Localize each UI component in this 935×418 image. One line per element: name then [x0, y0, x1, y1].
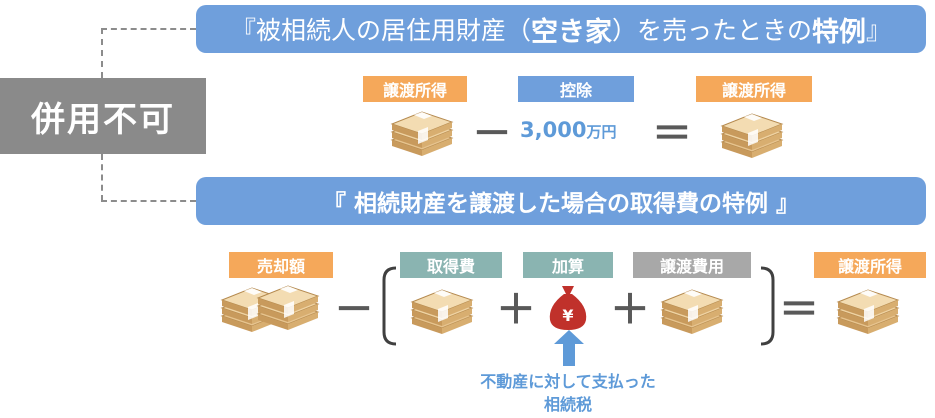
row2-transfer-expense-tag: 譲渡費用: [633, 252, 751, 278]
banner-top-bold2: 特例: [812, 16, 866, 48]
row1-transfer-income-tag-right: 譲渡所得: [696, 76, 812, 102]
row2-money-stack-result-icon: [837, 289, 899, 335]
row2-sale-price-tag: 売却額: [229, 252, 333, 278]
inheritance-tax-note: 不動産に対して支払った 相続税: [418, 370, 718, 416]
row2-plus-sign-2: ＋: [610, 287, 650, 333]
connector-bottom-horizontal: [101, 200, 196, 202]
deduction-number: 3,000: [520, 118, 587, 142]
row1-deduction-tag: 控除: [518, 76, 634, 102]
connector-top-horizontal: [101, 28, 196, 30]
row1-equals-sign: ＝: [652, 111, 692, 157]
up-arrow-icon: [554, 330, 584, 366]
row2-money-stack-expense-icon: [661, 289, 723, 335]
row1-money-stack-right-icon: [721, 113, 783, 159]
row1-deduction-amount: 3,000万円: [520, 118, 616, 142]
row1-transfer-income-tag-left: 譲渡所得: [363, 76, 467, 102]
row2-money-stack-cost-icon: [411, 289, 473, 335]
banner-top-pre: 『被相続人の居住用財産（: [230, 16, 531, 45]
vacant-house-special-rule-banner: 『被相続人の居住用財産（空き家）を売ったときの特例』: [196, 5, 926, 53]
right-bracket-icon: [760, 266, 775, 346]
row1-money-stack-left-icon: [391, 111, 453, 157]
row2-acquisition-cost-tag: 取得費: [400, 252, 502, 278]
row2-equals-sign: ＝: [779, 287, 819, 333]
row2-money-stack-sale-2-icon: [257, 285, 319, 331]
row2-minus-sign: －: [334, 287, 374, 333]
banner-top-post: 』: [866, 16, 892, 45]
note-line-1: 不動産に対して支払った: [480, 372, 656, 391]
connector-bottom-vertical: [101, 154, 103, 201]
left-bracket-icon: [382, 266, 397, 346]
deduction-unit: 万円: [586, 123, 617, 141]
banner-top-mid: ）を売ったときの: [611, 16, 812, 45]
row2-plus-sign-1: ＋: [496, 287, 536, 333]
note-line-2: 相続税: [543, 395, 592, 414]
yen-symbol: ¥: [562, 306, 573, 325]
inherited-property-special-rule-banner: 『 相続財産を譲渡した場合の取得費の特例 』: [196, 177, 926, 225]
banner-top-bold1: 空き家: [530, 16, 612, 48]
yen-money-bag-icon: ¥: [549, 286, 587, 330]
row2-addition-tag: 加算: [523, 252, 613, 278]
row1-minus-sign: －: [472, 111, 512, 157]
row2-transfer-income-tag: 譲渡所得: [814, 252, 926, 278]
connector-top-vertical: [101, 28, 103, 78]
not-combinable-label: 併用不可: [0, 78, 206, 154]
